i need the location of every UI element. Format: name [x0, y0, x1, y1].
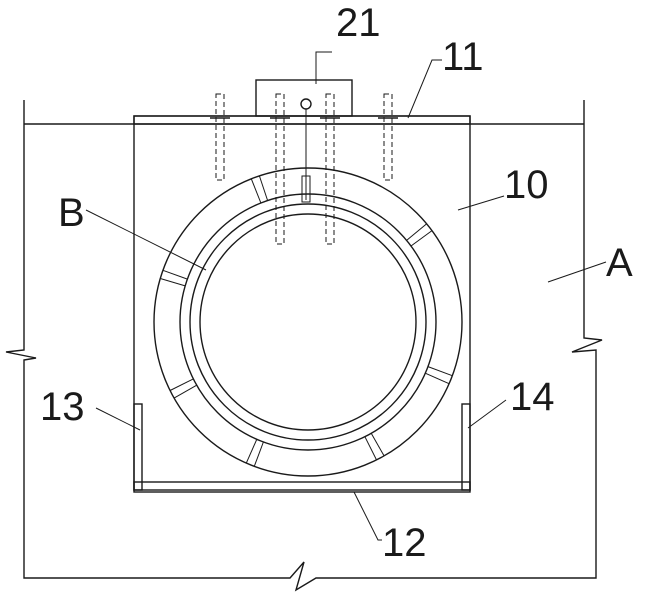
stiffener-line: [428, 367, 452, 376]
label-12: 12: [382, 521, 427, 565]
radial-stiffeners: [160, 176, 452, 466]
stiffener-line: [163, 270, 188, 279]
stiffener-line: [160, 279, 185, 286]
suspension-box: [256, 80, 352, 202]
label-b: B: [58, 191, 85, 235]
stiffener-line: [259, 176, 267, 201]
stiffener-line: [407, 224, 427, 241]
sleeve-frame: [134, 116, 470, 490]
stiffener-line: [411, 231, 432, 246]
label-10: 10: [504, 163, 549, 207]
label-21: 21: [336, 1, 381, 45]
label-a: A: [606, 241, 633, 285]
label-13: 13: [40, 385, 85, 429]
top-plate: [134, 116, 470, 124]
label-11: 11: [442, 35, 484, 79]
ring-assembly: [154, 168, 462, 476]
side-stops: [134, 404, 470, 490]
leader-lines: [86, 52, 606, 540]
stiffener-line: [254, 442, 263, 466]
inner-ring-b: [190, 204, 426, 440]
stiffener-line: [251, 179, 261, 203]
stiffener-line: [246, 439, 256, 463]
bore: [200, 214, 416, 430]
middle-ring: [180, 194, 436, 450]
label-14: 14: [510, 375, 555, 419]
stiffener-line: [425, 373, 449, 384]
